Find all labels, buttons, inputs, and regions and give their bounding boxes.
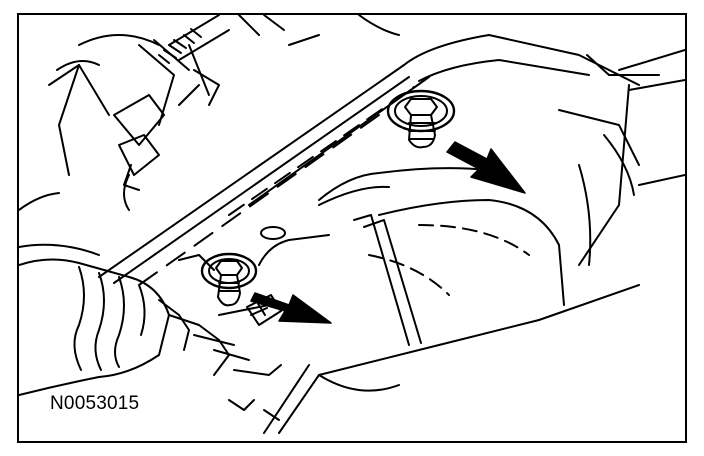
technical-illustration — [19, 15, 685, 434]
wiring-harness — [48, 15, 400, 211]
lower-fastener — [200, 252, 258, 307]
illustration-frame: N0053015 — [17, 13, 687, 443]
lower-fastener-arrow — [250, 292, 332, 324]
upper-fastener-arrow — [446, 141, 526, 194]
figure-id-label: N0053015 — [47, 393, 143, 415]
cv-axle — [19, 192, 282, 421]
floor-pan — [98, 34, 685, 434]
upper-fastener — [386, 89, 456, 149]
